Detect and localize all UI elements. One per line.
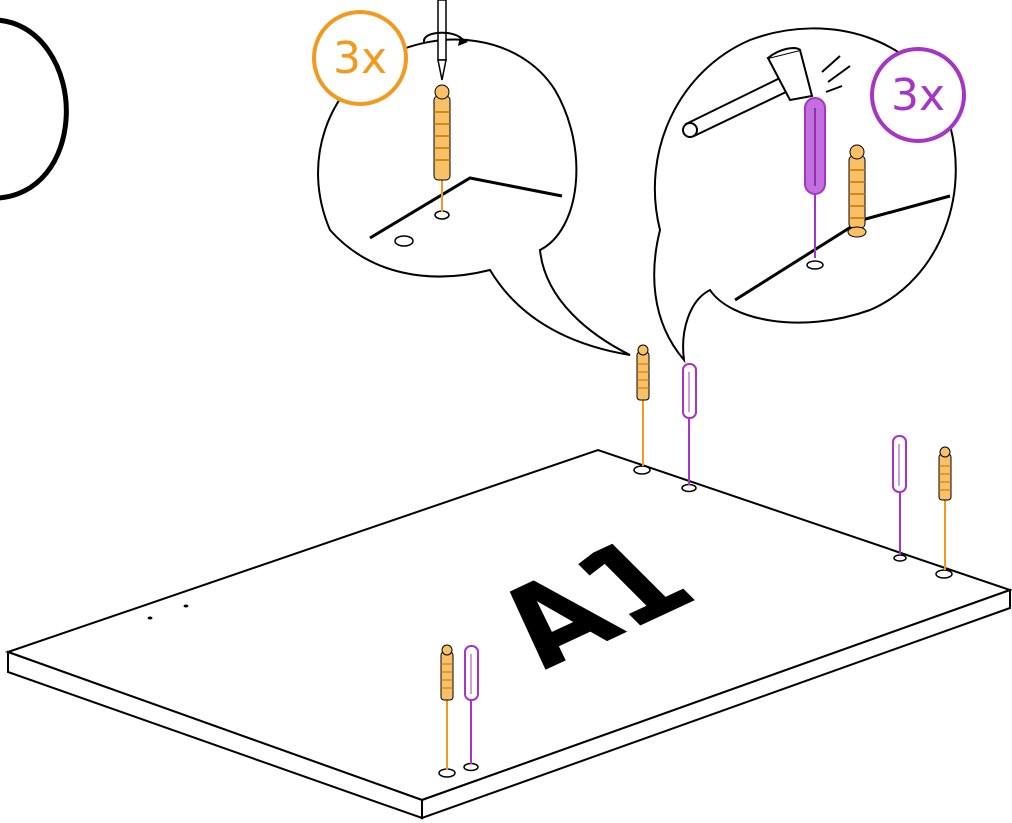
cam-bolt	[440, 644, 454, 770]
board-panel	[4, 448, 1012, 820]
pilot-hole	[183, 604, 189, 608]
dowel-hole	[893, 554, 907, 562]
callout-screw: 3x	[312, 0, 631, 356]
cam-bolt-large	[847, 144, 867, 238]
cam-bolts	[440, 344, 952, 770]
dowels	[464, 363, 907, 764]
dowel-large	[804, 97, 826, 258]
dowel-hole	[681, 483, 697, 493]
hammer-icon	[682, 47, 851, 138]
cam-bolt-large	[433, 84, 451, 212]
board-side-edge	[421, 588, 1011, 820]
screwdriver-icon	[423, 0, 468, 81]
cam-hole	[935, 569, 953, 579]
cam-hole	[438, 768, 456, 778]
step-circle-fragment	[0, 17, 69, 201]
dowel-hole	[463, 762, 479, 772]
cam-bolt	[938, 446, 952, 570]
dowel	[892, 435, 907, 555]
quantity-badge-circle	[312, 10, 408, 106]
cam-hole	[633, 465, 651, 475]
board-holes	[438, 465, 953, 778]
callout-dowel: 3x	[653, 27, 966, 364]
quantity-badge-circle	[870, 47, 966, 143]
pilot-hole	[147, 616, 153, 620]
cam-bolt	[636, 344, 650, 466]
dowel	[464, 645, 479, 764]
quantity-badge-dowel: 3x	[891, 70, 945, 121]
dowel	[682, 363, 697, 485]
quantity-badge-screw: 3x	[333, 33, 387, 84]
